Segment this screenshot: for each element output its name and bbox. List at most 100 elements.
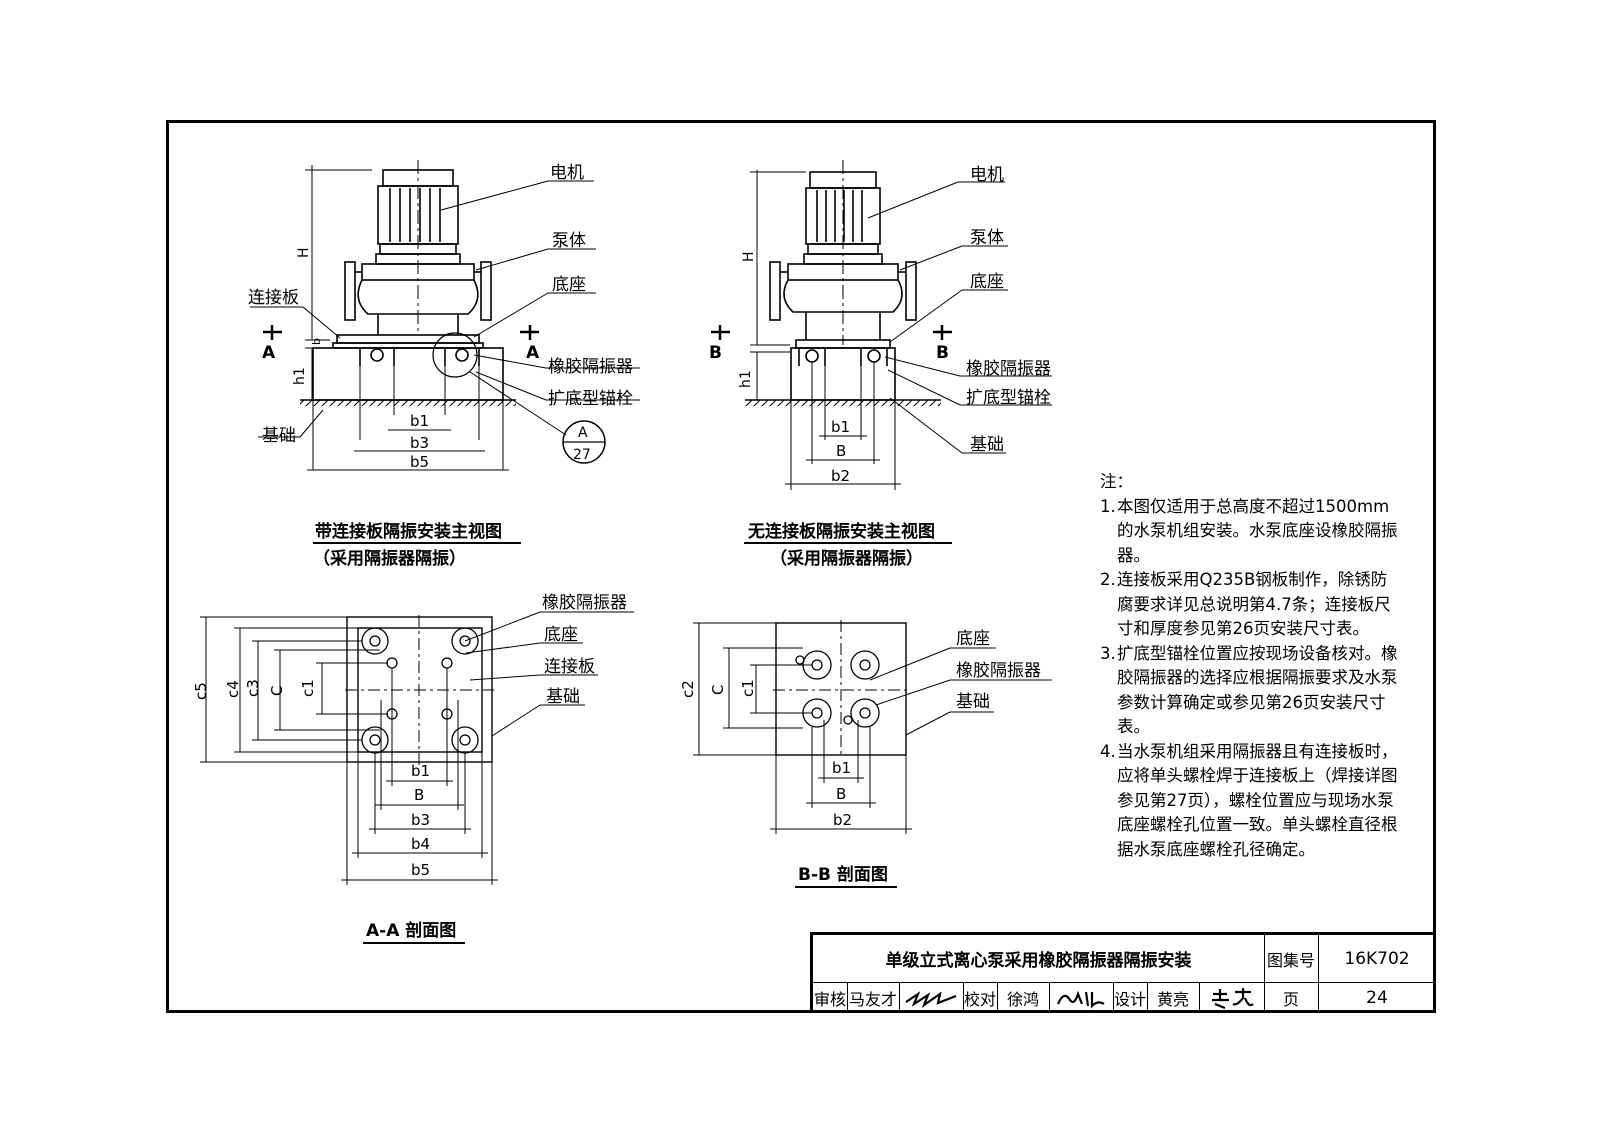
reviewer-signature [899,983,963,1013]
note-item: 2. 连接板采用Q235B钢板制作，除锈防腐要求详见总说明第4.7条；连接板尺寸… [1100,568,1400,642]
dim-b-thickness: b [310,338,323,345]
note-number: 1. [1100,496,1116,516]
dim-b5-aa: b5 [411,861,430,879]
label-base-aa: 底座 [544,625,578,645]
note-item: 1. 本图仅适用于总高度不超过1500mm的水泵机组安装。水泵底座设橡胶隔振器。 [1100,495,1400,569]
notes-block: 注： 1. 本图仅适用于总高度不超过1500mm的水泵机组安装。水泵底座设橡胶隔… [1100,470,1400,862]
dim-c2: c2 [679,680,697,698]
dim-B-aa: B [414,786,424,804]
label-connecting-plate-aa: 连接板 [544,657,595,677]
caption-view2-subtitle: （采用隔振器隔振） [770,548,923,569]
dim-h1: h1 [292,367,308,385]
dim-b5: b5 [410,453,429,471]
dim-b1-2: b1 [831,418,850,436]
title-block-divider [1318,935,1319,1013]
note-number: 4. [1100,741,1116,761]
label-foundation-2: 基础 [970,435,1004,455]
dim-C-bb: C [709,685,727,695]
note-text: 当水泵机组采用隔振器且有连接板时，应将单头螺栓焊于连接板上（焊接详图参见第27页… [1117,741,1398,859]
section-mark-a-left: A [262,343,276,363]
dim-b2-bb: b2 [833,811,852,829]
atlas-number: 16K702 [1344,948,1410,969]
label-motor: 电机 [550,163,584,183]
page-number: 24 [1366,988,1388,1008]
dim-h1-2: h1 [738,370,754,388]
checker-signature [1049,983,1113,1013]
section-bb [693,620,1052,834]
title-block-divider [1199,983,1200,1013]
section-mark-b-right: B [936,343,949,363]
label-rubber-isolator: 橡胶隔振器 [548,357,633,377]
dim-c4: c4 [224,680,242,698]
label-motor-2: 电机 [970,165,1004,185]
review-label: 审核 [813,990,846,1009]
page-label: 页 [1282,990,1299,1009]
note-text: 扩底型锚栓位置应按现场设备核对。橡胶隔振器的选择应根据隔振要求及水泵参数计算确定… [1117,643,1398,737]
dim-H: H [296,247,312,258]
label-anchor-bolt: 扩底型锚栓 [548,389,633,409]
front-view-with-plate [250,160,640,471]
reviewer-name: 马友才 [848,990,897,1009]
dim-b1-bb: b1 [832,759,851,777]
dim-c5: c5 [192,682,210,700]
title-block-divider [813,982,1436,983]
dim-c1-bb: c1 [739,679,757,697]
label-pump-body-2: 泵体 [970,228,1004,248]
dim-b4-aa: b4 [411,835,430,853]
label-rubber-isolator-bb: 橡胶隔振器 [956,661,1041,681]
dim-b1-aa: b1 [411,762,430,780]
caption-view1-title: 带连接板隔振安装主视图 [315,521,502,542]
label-rubber-isolator-aa: 橡胶隔振器 [542,593,627,613]
notes-heading: 注： [1100,472,1133,491]
note-item: 3. 扩底型锚栓位置应按现场设备核对。橡胶隔振器的选择应根据隔振要求及水泵参数计… [1100,642,1400,740]
section-mark-a-right: A [526,343,540,363]
section-bb-labels: 底座 橡胶隔振器 基础 c2 C c1 b1 B b2 B-B 剖面图 [679,629,1041,885]
dim-C: C [268,686,286,696]
label-foundation-bb: 基础 [956,692,990,712]
section-mark-b-left: B [709,343,722,363]
caption-view2-title: 无连接板隔振安装主视图 [747,521,935,542]
dim-b3-aa: b3 [411,811,430,829]
title-block-divider [899,983,900,1013]
note-text: 连接板采用Q235B钢板制作，除锈防腐要求详见总说明第4.7条；连接板尺寸和厚度… [1117,570,1391,638]
front-view-with-plate-labels: 电机 泵体 底座 连接板 橡胶隔振器 扩底型锚栓 基础 A A H h1 b b… [248,163,633,569]
section-aa-labels: 橡胶隔振器 底座 连接板 基础 c5 c4 c3 C c1 b1 B b3 b4… [192,593,627,941]
dim-c1: c1 [299,679,317,697]
title-block-divider [963,983,964,1013]
label-connecting-plate: 连接板 [248,288,299,308]
dim-b3: b3 [410,434,429,452]
label-anchor-bolt-2: 扩底型锚栓 [966,388,1051,408]
note-item: 4. 当水泵机组采用隔振器且有连接板时，应将单头螺栓焊于连接板上（焊接详图参见第… [1100,740,1400,863]
dim-B-2: B [836,442,846,460]
title-block-divider [1049,983,1050,1013]
caption-section-bb: B-B 剖面图 [798,864,888,885]
drawing-title: 单级立式离心泵采用橡胶隔振器隔振安装 [885,951,1192,971]
front-view-without-plate [711,160,1052,490]
front-view-without-plate-labels: 电机 泵体 底座 橡胶隔振器 扩底型锚栓 基础 B B H h1 b1 B b2… [709,165,1051,569]
dim-b1: b1 [410,412,429,430]
label-rubber-isolator-2: 橡胶隔振器 [966,359,1051,379]
drawing-frame [166,120,1436,1013]
note-number: 3. [1100,643,1116,663]
caption-view1-subtitle: （采用隔振器隔振） [313,548,466,569]
designer-signature [1199,983,1264,1013]
note-number: 2. [1100,570,1116,589]
check-label: 校对 [963,990,996,1009]
label-base-2: 底座 [970,272,1004,292]
note-text: 本图仅适用于总高度不超过1500mm的水泵机组安装。水泵底座设橡胶隔振器。 [1117,496,1398,565]
title-block-divider [847,983,848,1013]
title-block-divider [997,983,998,1013]
dim-b2-2: b2 [831,467,850,485]
label-foundation-aa: 基础 [546,687,580,707]
label-base: 底座 [552,275,586,295]
dim-H-2: H [741,251,757,262]
title-block-divider [1147,983,1148,1013]
label-pump-body: 泵体 [552,231,586,251]
dim-c3: c3 [244,679,262,697]
detail-ref-bottom: 27 [573,447,591,463]
title-block: 单级立式离心泵采用橡胶隔振器隔振安装 图集号 16K702 审核 马友才 校对 … [810,932,1436,1013]
designer-name: 黄亮 [1156,990,1189,1009]
dim-B-bb: B [836,785,846,803]
design-label: 设计 [1113,990,1146,1009]
